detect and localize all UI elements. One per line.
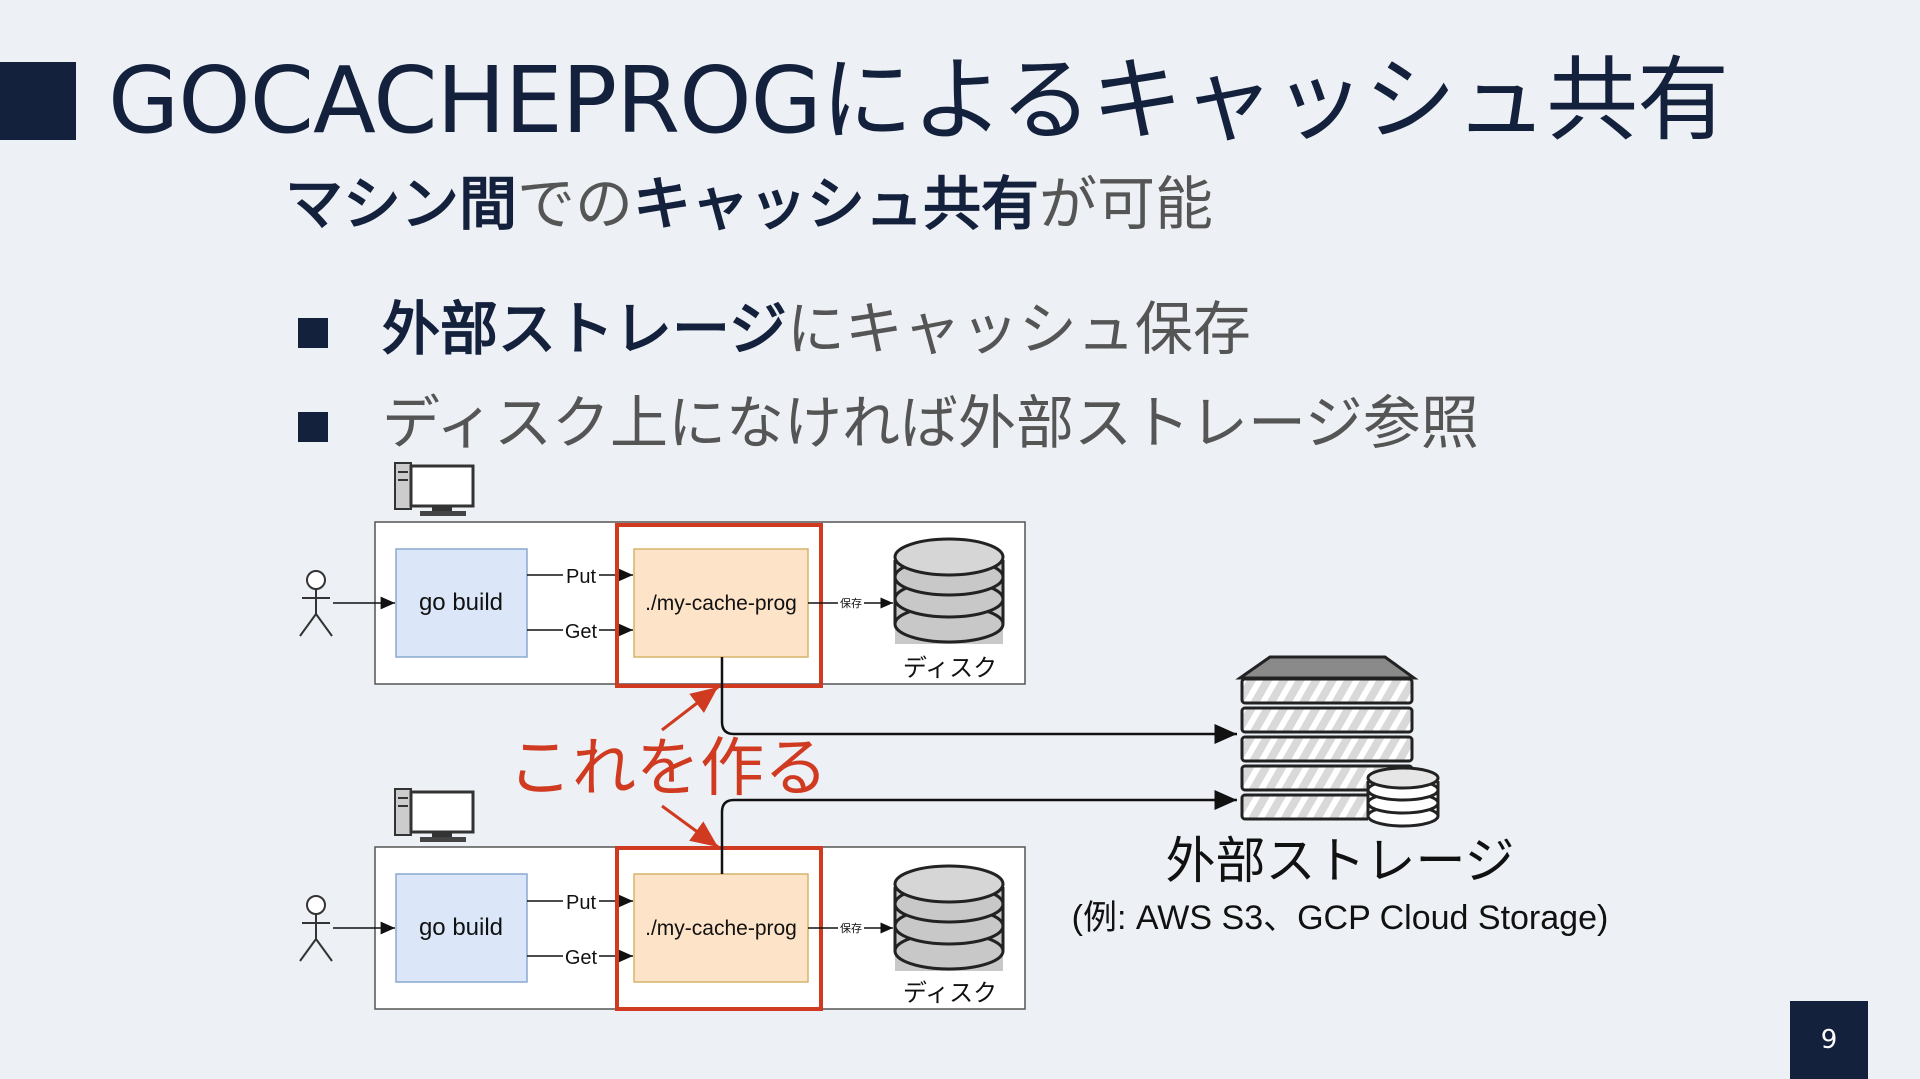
- person-icon: [299, 570, 333, 637]
- subtitle-part3: キャッシュ共有: [633, 170, 1040, 238]
- bullet-strong: 外部ストレージ: [382, 295, 787, 363]
- put-label: Put: [566, 566, 596, 588]
- highlight-frame: [615, 523, 823, 688]
- bullet-rest: にキャッシュ保存: [786, 295, 1251, 363]
- bullet-marker: [298, 318, 328, 348]
- cache-prog-box: [633, 873, 809, 983]
- get-label: Get: [565, 947, 598, 969]
- save-label: 保存: [840, 921, 862, 935]
- go-build-label: go build: [419, 914, 503, 941]
- machine-1: go build Put Get ./my-cache-prog 保存 ディスク: [299, 462, 1026, 688]
- cache-prog-label: ./my-cache-prog: [645, 592, 797, 615]
- server-icon: [1235, 655, 1440, 828]
- cache-prog-box: [633, 548, 809, 658]
- cache-prog-label: ./my-cache-prog: [645, 917, 797, 940]
- annotation-arrow: [661, 804, 719, 849]
- go-build-label: go build: [419, 589, 503, 616]
- subtitle-part1: マシン間: [285, 170, 518, 238]
- disk-icon: [893, 537, 1005, 644]
- person-icon: [299, 895, 333, 962]
- computer-icon: [394, 462, 475, 516]
- disk-icon: [893, 864, 1005, 971]
- disk-label: ディスク: [903, 980, 997, 1007]
- computer-icon: [394, 788, 475, 842]
- bullet-marker: [298, 412, 328, 442]
- storage-label: 外部ストレージ: [1166, 833, 1515, 889]
- bullet-text-2: ディスク上になければ外部ストレージ参照: [382, 387, 1479, 459]
- machine-2: go build Put Get ./my-cache-prog 保存 ディスク: [299, 788, 1026, 1011]
- subtitle-part4: が可能: [1039, 170, 1214, 238]
- put-label: Put: [566, 892, 596, 914]
- go-build-box: [395, 548, 528, 658]
- title-marker: [0, 62, 76, 140]
- page-number: 9: [1790, 1001, 1868, 1079]
- disk-label: ディスク: [903, 655, 997, 682]
- get-label: Get: [565, 621, 598, 643]
- connector-top: [720, 657, 1237, 744]
- annotation-arrow: [661, 685, 719, 732]
- save-label: 保存: [840, 596, 862, 610]
- go-build-box: [395, 873, 528, 983]
- slide-subtitle: マシン間でのキャッシュ共有が可能: [285, 168, 1213, 240]
- subtitle-part2: での: [517, 170, 634, 238]
- storage-example: (例: AWS S3、GCP Cloud Storage): [1072, 899, 1609, 937]
- bullet-text-1: 外部ストレージにキャッシュ保存: [382, 293, 1251, 365]
- annotation-text: これを作る: [508, 732, 828, 804]
- bullet-rest: ディスク上になければ外部ストレージ参照: [382, 389, 1479, 457]
- connector-bottom: [720, 790, 1237, 874]
- slide-title: GOCACHEPROGによるキャッシュ共有: [108, 47, 1729, 154]
